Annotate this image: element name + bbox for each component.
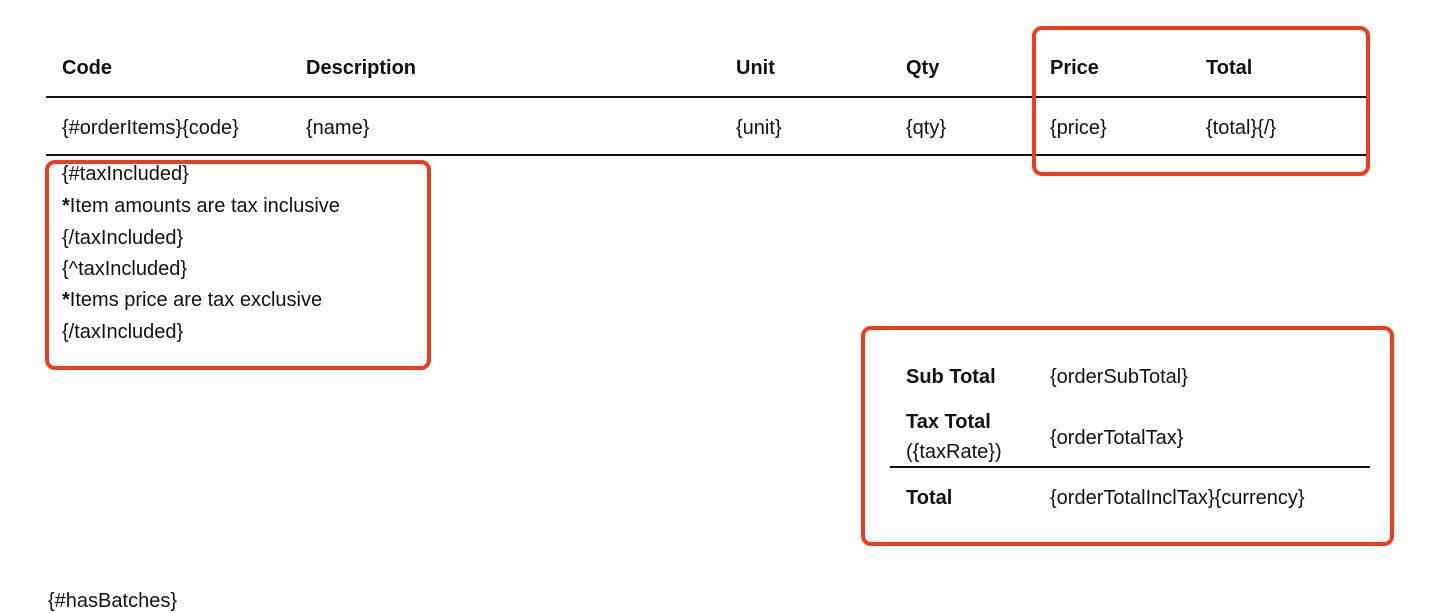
cell-total: {total}{/} bbox=[1206, 117, 1277, 139]
note-line: {#taxIncluded} bbox=[62, 163, 189, 186]
row-divider bbox=[46, 154, 1366, 156]
note-text: {/taxIncluded} bbox=[62, 227, 184, 249]
header-unit: Unit bbox=[736, 57, 775, 79]
note-text: {^taxIncluded} bbox=[62, 258, 188, 280]
note-text: {#taxIncluded} bbox=[62, 163, 189, 185]
header-qty: Qty bbox=[906, 57, 940, 79]
header-total: Total bbox=[1206, 57, 1253, 79]
total-value: {orderTotalInclTax}{currency} bbox=[1050, 487, 1305, 509]
note-line: {/taxIncluded} bbox=[62, 227, 183, 250]
note-line: *Items price are tax exclusive bbox=[62, 289, 322, 312]
note-text: Item amounts are tax inclusive bbox=[69, 195, 340, 217]
tax-rate: ({taxRate}) bbox=[906, 441, 1002, 463]
cell-code: {#orderItems}{code} bbox=[62, 117, 239, 139]
highlight-tax-note bbox=[45, 160, 431, 370]
sub-total-value: {orderSubTotal} bbox=[1050, 366, 1188, 388]
note-text: Items price are tax exclusive bbox=[69, 289, 323, 311]
highlight-summary bbox=[861, 326, 1394, 546]
cell-qty: {qty} bbox=[906, 117, 947, 139]
summary-divider bbox=[890, 466, 1370, 468]
cell-price: {price} bbox=[1050, 117, 1107, 139]
total-label: Total bbox=[906, 487, 953, 509]
highlight-price-total bbox=[1032, 26, 1370, 176]
header-divider bbox=[46, 96, 1366, 98]
cell-unit: {unit} bbox=[736, 117, 782, 139]
sub-total-label: Sub Total bbox=[906, 366, 996, 388]
note-star: * bbox=[62, 195, 70, 217]
cell-name: {name} bbox=[306, 117, 370, 139]
note-line: {^taxIncluded} bbox=[62, 258, 187, 281]
note-line: {/taxIncluded} bbox=[62, 321, 183, 344]
header-description: Description bbox=[306, 57, 417, 79]
header-code: Code bbox=[62, 57, 112, 79]
tax-total-label: Tax Total bbox=[906, 411, 991, 433]
tax-total-value: {orderTotalTax} bbox=[1050, 427, 1184, 449]
note-text: {/taxIncluded} bbox=[62, 321, 184, 343]
note-line: *Item amounts are tax inclusive bbox=[62, 195, 340, 218]
note-star: * bbox=[62, 289, 70, 311]
header-price: Price bbox=[1050, 57, 1099, 79]
